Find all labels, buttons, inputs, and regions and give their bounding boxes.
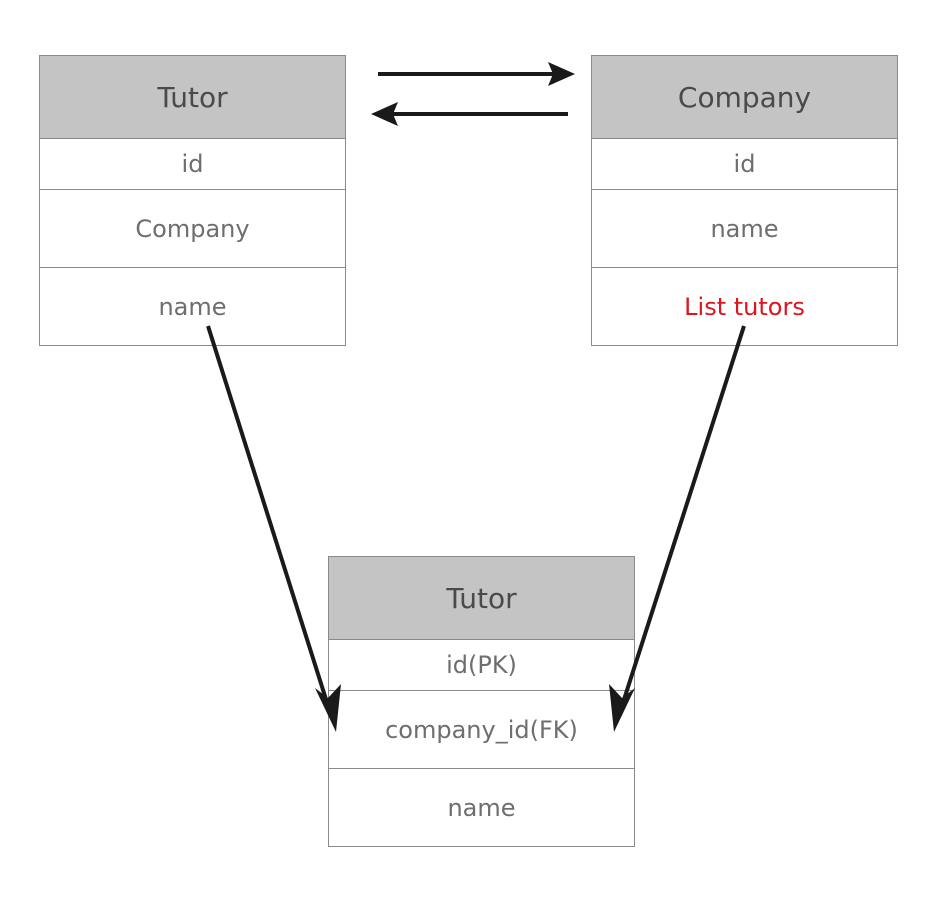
tutor-entity-table: Tutor id Company name bbox=[39, 55, 346, 346]
arrow-name-to-db-table bbox=[206, 325, 341, 732]
tutor-db-field-name: name bbox=[447, 793, 516, 822]
tutor-entity-title: Tutor bbox=[40, 56, 345, 139]
tutor-field-id: id bbox=[40, 139, 345, 190]
tutor-field-name: name bbox=[158, 292, 227, 321]
arrow-tutor-to-company bbox=[378, 62, 575, 86]
company-entity-table: Company id name List tutors bbox=[591, 55, 898, 346]
tutor-db-table: Tutor id(PK) company_id(FK) name bbox=[328, 556, 635, 847]
tutor-db-title: Tutor bbox=[329, 557, 634, 640]
company-field-name: name bbox=[592, 190, 897, 268]
company-entity-title: Company bbox=[592, 56, 897, 139]
arrow-company-to-tutor bbox=[371, 102, 568, 126]
tutor-db-field-company-id-fk: company_id(FK) bbox=[329, 691, 634, 769]
company-field-id: id bbox=[592, 139, 897, 190]
arrow-list-tutors-to-db-table bbox=[609, 325, 746, 732]
tutor-field-company: Company bbox=[40, 190, 345, 268]
company-field-list-tutors: List tutors bbox=[684, 292, 805, 321]
tutor-db-field-id-pk: id(PK) bbox=[329, 640, 634, 691]
